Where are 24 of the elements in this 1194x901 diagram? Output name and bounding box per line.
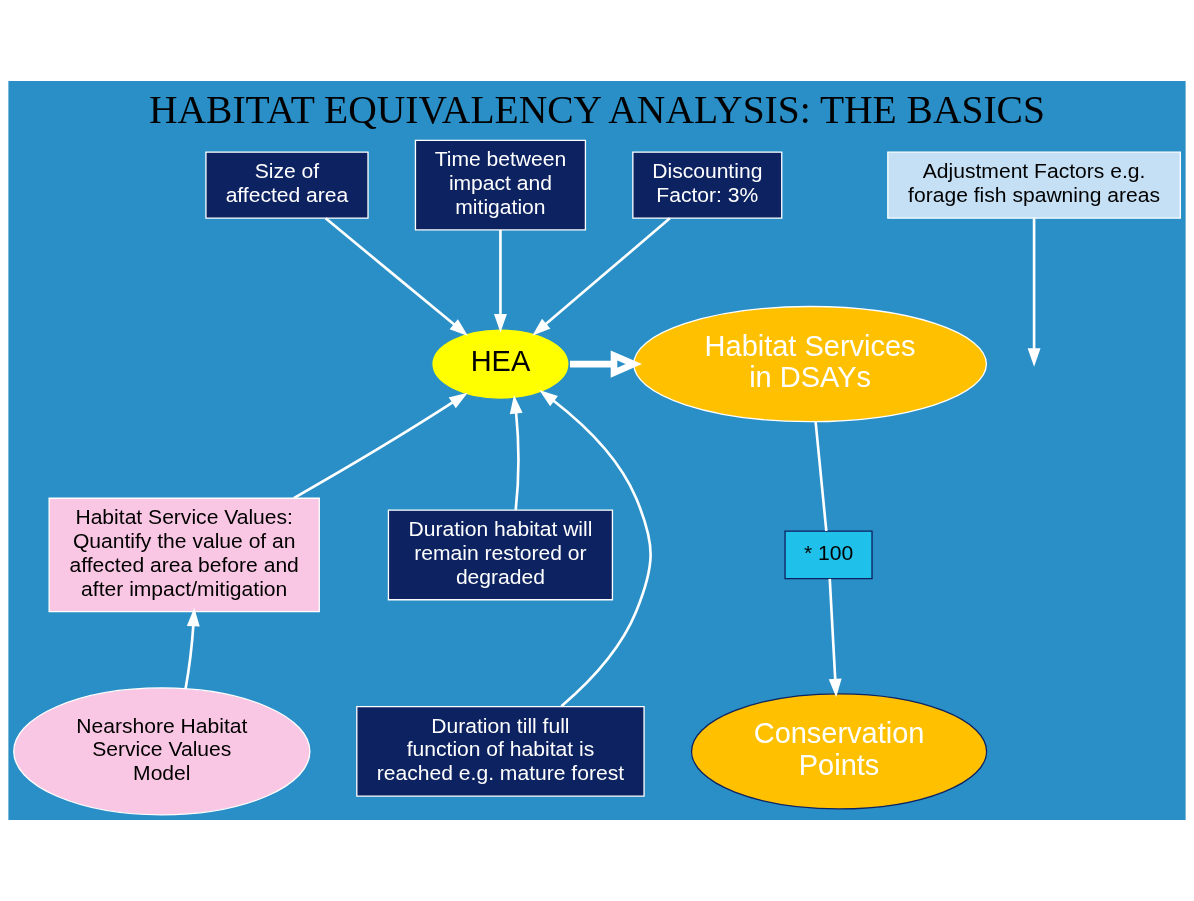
node-box: Adjustment Factors e.g. forage fish spawning areas [887,151,1181,219]
arrow [828,578,842,698]
node-box: * 100 [784,530,873,580]
node-box: Size of affected area [205,151,369,219]
node-box: Discounting Factor: 3% [632,151,783,219]
arrow [570,350,642,378]
arrow [293,392,468,500]
arrow [1027,218,1041,367]
arrow [539,389,652,708]
node-box: Time between impact and mitigation [414,139,587,231]
node-ellipse: Nearshore Habitat Service Values Model [13,687,311,816]
node-box: Duration habitat will remain restored or degraded [387,509,614,601]
connector [814,421,828,532]
node-box: Habitat Service Values: Quantify the value of an affected area before and after impact/mitigation [48,497,320,613]
arrow [493,230,507,333]
arrow [324,217,468,336]
arrow [184,607,200,689]
diagram-title: HABITAT EQUIVALENCY ANALYSIS: THE BASICS [149,88,1045,133]
node-ellipse: Habitat Services in DSAYs [633,305,988,423]
arrow [532,217,671,336]
node-ellipse: HEA [431,328,570,400]
node-ellipse: Conservation Points [690,693,988,810]
node-box: Duration till full function of habitat is reached e.g. mature forest [356,705,645,797]
arrow [509,395,523,511]
